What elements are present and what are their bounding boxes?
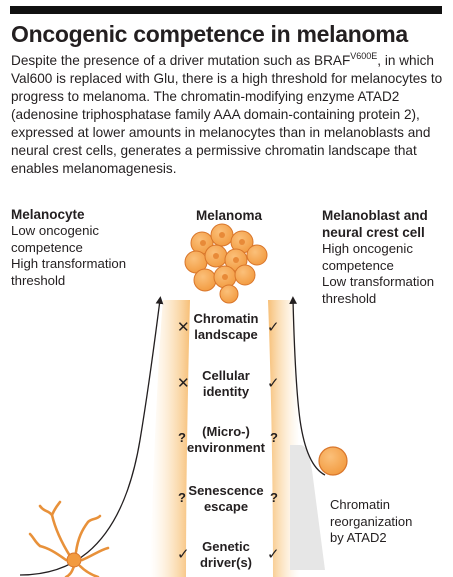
melanocyte-line-2: competence xyxy=(11,239,83,255)
melanoblast-title-line-1: Melanoblast and xyxy=(322,208,428,223)
melanocyte-cell xyxy=(28,500,110,577)
melanoma-cell-cluster xyxy=(184,223,268,304)
factor-cellular-identity: Cellular identity xyxy=(166,368,286,400)
factor-label-line-2: escape xyxy=(203,499,249,514)
factor-label-line-2: identity xyxy=(202,384,250,399)
melanoblast-title: Melanoblast and neural crest cell xyxy=(322,207,428,241)
factor-label-line-2: landscape xyxy=(194,327,258,342)
chromatin-reorganization-label: Chromatin reorganization by ATAD2 xyxy=(330,497,412,547)
melanoma-nuclei xyxy=(200,232,245,280)
factor-label-line-2: environment xyxy=(186,440,265,455)
question-icon: ? xyxy=(178,430,186,445)
melanocyte-line-3: High transformation xyxy=(11,256,127,271)
intro-paragraph: Despite the presence of a driver mutatio… xyxy=(11,52,443,178)
cross-icon: ✕ xyxy=(177,375,190,392)
melanoblast-line-1: High oncogenic xyxy=(322,241,413,256)
right-threshold-arrow xyxy=(289,296,326,476)
factor-senescence-escape: Senescence escape xyxy=(166,483,286,515)
factor-label-line-1: Genetic xyxy=(202,539,250,554)
hurdle-line-1: Chromatin xyxy=(330,497,390,512)
melanoblast-description: High oncogenic competence Low transforma… xyxy=(322,241,434,307)
melanocyte-line-4: threshold xyxy=(11,272,66,288)
melanoblast-title-line-2: neural crest cell xyxy=(322,225,425,240)
page-title: Oncogenic competence in melanoma xyxy=(11,21,408,47)
factor-label-line-1: Senescence xyxy=(188,483,264,498)
question-icon: ? xyxy=(178,490,186,505)
check-icon: ✓ xyxy=(267,375,280,392)
hurdle-line-3: by ATAD2 xyxy=(330,530,387,545)
question-icon: ? xyxy=(270,490,278,505)
melanoma-title: Melanoma xyxy=(196,208,263,223)
left-glow xyxy=(150,300,190,577)
question-icon: ? xyxy=(270,430,278,445)
check-icon: ✓ xyxy=(267,546,280,563)
melanoblast-line-4: threshold xyxy=(322,290,377,306)
factor-genetic-drivers: Genetic driver(s) xyxy=(166,539,286,571)
factor-chromatin-landscape: Chromatin landscape xyxy=(166,311,286,343)
melanoblast-cell xyxy=(318,446,348,476)
factor-label-line-1: Cellular xyxy=(202,368,250,383)
melanocyte-body xyxy=(66,552,82,568)
melanocyte-line-1: Low oncogenic xyxy=(11,223,99,238)
intro-superscript: V600E xyxy=(350,51,378,61)
factor-label-line-1: (Micro-) xyxy=(202,424,250,439)
factor-label-line-2: driver(s) xyxy=(199,555,253,570)
check-icon: ✓ xyxy=(267,319,280,336)
right-plateau xyxy=(290,445,325,570)
intro-text-1: Despite the presence of a driver mutatio… xyxy=(11,53,351,68)
melanoblast-line-2: competence xyxy=(322,257,394,273)
factor-micro-environment: (Micro-) environment xyxy=(166,424,286,456)
intro-text-2: , in which Val600 is replaced with Glu, … xyxy=(11,53,443,176)
melanocyte-title: Melanocyte xyxy=(11,207,85,222)
melanocyte-description: Low oncogenic competence High transforma… xyxy=(11,223,126,289)
hurdle-line-2: reorganization xyxy=(330,513,413,529)
top-rule xyxy=(10,6,442,14)
check-icon: ✓ xyxy=(177,546,190,563)
left-threshold-arrow xyxy=(19,296,164,576)
cross-icon: ✕ xyxy=(177,319,190,336)
factor-label-line-1: Chromatin xyxy=(193,311,259,326)
melanoblast-line-3: Low transformation xyxy=(322,274,435,289)
